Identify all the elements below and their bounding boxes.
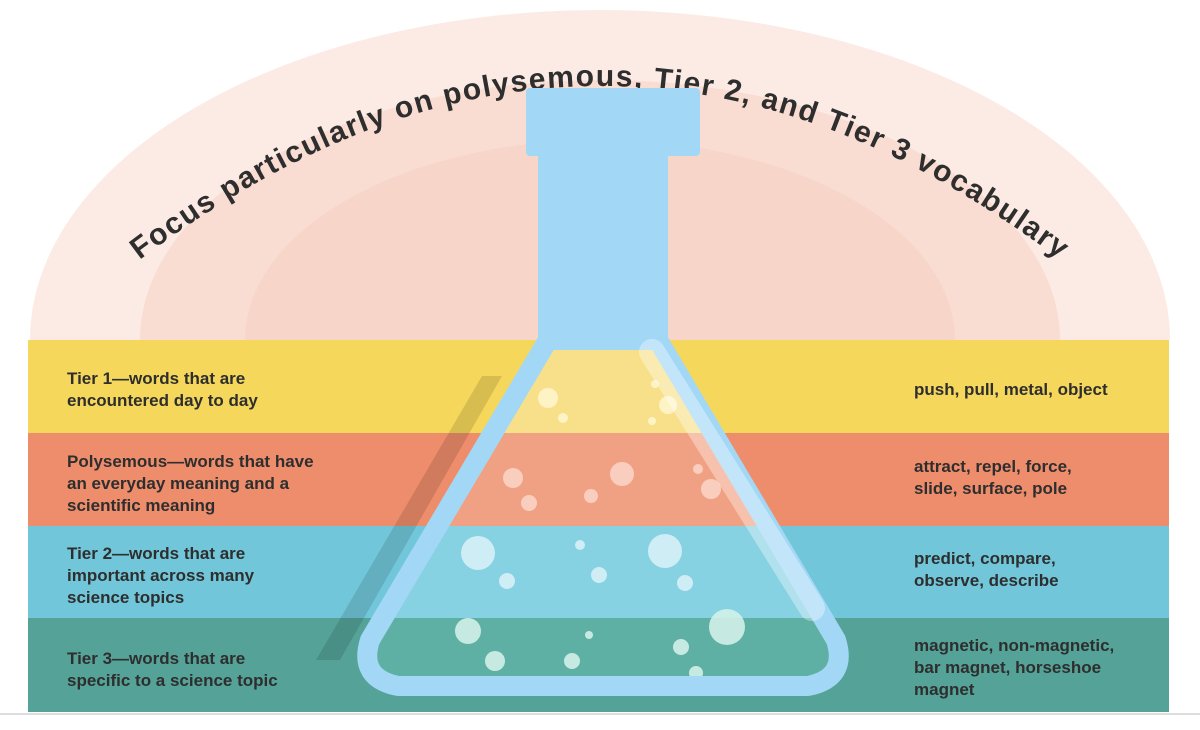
- tier-1-description: Tier 1—words that are encountered day to…: [67, 369, 258, 410]
- flask-shadow: [316, 376, 502, 660]
- tier-1-examples: push, pull, metal, object: [914, 380, 1108, 399]
- tier-4-examples: magnetic, non-magnetic, bar magnet, hors…: [914, 636, 1115, 699]
- tier-2-examples: attract, repel, force, slide, surface, p…: [914, 457, 1072, 498]
- tier-3-description: Tier 2—words that are important across m…: [67, 544, 255, 607]
- tier-4-description: Tier 3—words that are specific to a scie…: [67, 649, 278, 690]
- tier-3-examples: predict, compare, observe, describe: [914, 549, 1059, 590]
- tier-2-description: Polysemous—words that have an everyday m…: [67, 452, 314, 515]
